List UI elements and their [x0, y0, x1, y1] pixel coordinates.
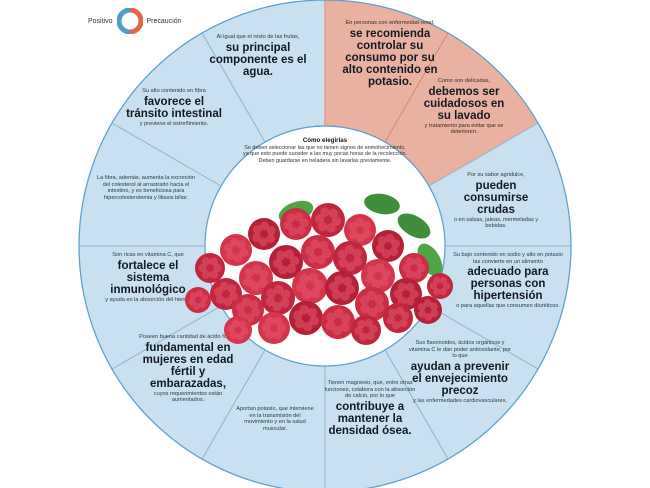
raspberries-illustration	[185, 193, 453, 345]
segment-water-bold: su principal componente es el agua.	[209, 41, 307, 78]
raspberry	[311, 203, 345, 237]
leaf	[364, 193, 400, 215]
segment-folic-bold: fundamental en mujeres en edad fértil y …	[142, 341, 234, 390]
raspberry	[321, 305, 355, 339]
raspberry	[427, 273, 453, 299]
raspberry	[383, 303, 413, 333]
segment-bone: Tienen magnesio, que, entre otras funcio…	[322, 380, 418, 438]
segment-bone-pre: Tienen magnesio, que, entre otras funcio…	[324, 380, 416, 400]
raspberry	[351, 315, 381, 345]
segment-raw-post: o en salsas, jaleas, mermeladas y bebida…	[453, 216, 539, 230]
segment-potassium: Aportan potasio, que interviene en la tr…	[236, 406, 314, 432]
center-title: Cómo elegirlas	[302, 137, 348, 144]
raspberry	[292, 268, 328, 304]
segment-folic-post: cuyos requerimientos están aumentados.	[153, 390, 223, 404]
segment-fiber-pre: Su alto contenido en fibra	[142, 88, 206, 94]
segment-fiber-post: y previene el estreñimiento.	[139, 120, 209, 127]
outer-border	[78, 0, 572, 488]
segment-washing: Como son delicadas, debemos ser cuidados…	[416, 78, 512, 136]
segment-renal: En personas con enfermedad renal, se rec…	[336, 20, 444, 89]
raspberry	[185, 287, 211, 313]
raspberry	[210, 278, 242, 310]
raspberry	[325, 271, 359, 305]
legend-ring-icon	[116, 8, 143, 34]
raspberry	[224, 316, 252, 344]
raspberry	[414, 296, 442, 324]
raspberry	[390, 278, 422, 310]
segment-fiber-bold: favorece el tránsito intestinal	[126, 95, 222, 120]
raspberry	[195, 253, 225, 283]
segment-folic: Poseen buena cantidad de ácido fólico, f…	[138, 334, 238, 404]
segment-raw-bold: pueden consumirse crudas	[463, 179, 529, 216]
segment-immune: Son ricas en vitamina C, que fortalece e…	[100, 252, 196, 303]
raspberry-pile	[185, 203, 453, 345]
segment-cholesterol-pre: La fibra, además, aumenta la excreción d…	[97, 175, 195, 201]
raspberry	[239, 261, 273, 295]
segment-water-pre: Al igual que el resto de las frutas,	[216, 34, 300, 40]
segment-immune-post: y ayuda en la absorción del hierro.	[105, 296, 191, 303]
segment-cholesterol: La fibra, además, aumenta la excreción d…	[96, 175, 196, 201]
segment-aging-post: y las enfermedades cardiovasculares.	[413, 397, 507, 404]
segment-washing-post: y tratamiento para evitar que se deterio…	[424, 122, 504, 136]
raspberry	[280, 208, 312, 240]
segment-hypertension-bold: adecuado para personas con hipertensión	[467, 266, 549, 303]
segment-raw-pre: Por su sabor agridulce,	[467, 172, 525, 178]
raspberry	[301, 235, 335, 269]
leaf	[397, 213, 431, 239]
raspberry	[261, 281, 295, 315]
raspberry	[399, 253, 429, 283]
raspberry	[220, 234, 252, 266]
segment-aging: Sus flavonoides, ácidos orgánicos y vita…	[408, 340, 512, 405]
raspberry	[258, 312, 290, 344]
segment-hypertension-pre: Su bajo contenido en sodio y alto en pot…	[453, 252, 563, 265]
raspberry	[361, 259, 395, 293]
segment-immune-bold: fortalece el sistema inmunológico	[110, 259, 186, 296]
raspberry	[372, 230, 404, 262]
raspberry	[355, 287, 389, 321]
segment-raw: Por su sabor agridulce, pueden consumirs…	[448, 172, 544, 230]
segment-hypertension: Su bajo contenido en sodio y alto en pot…	[452, 252, 564, 310]
segment-renal-pre: En personas con enfermedad renal,	[345, 20, 435, 26]
segment-water: Al igual que el resto de las frutas, su …	[208, 34, 308, 79]
center-text: Se deben seleccionar las que no tienen s…	[243, 145, 407, 164]
segment-fiber: Su alto contenido en fibra favorece el t…	[124, 88, 224, 127]
segment-renal-bold: se recomienda controlar su consumo por s…	[342, 27, 438, 88]
segment-potassium-pre: Aportan potasio, que interviene en la tr…	[236, 406, 314, 432]
segment-aging-bold: ayudan a prevenir el envejecimiento prec…	[410, 360, 510, 397]
segment-washing-pre: Como son delicadas,	[437, 78, 491, 84]
raspberry	[344, 214, 376, 246]
legend-caution-label: Precaución	[146, 17, 182, 25]
segment-immune-pre: Son ricas en vitamina C, que	[112, 252, 184, 258]
raspberry	[269, 245, 303, 279]
raspberry	[248, 218, 280, 250]
legend: Positivo Precaución	[84, 8, 186, 34]
segment-washing-bold: debemos ser cuidadosos en su lavado	[423, 85, 505, 122]
segment-bone-bold: contribuye a mantener la densidad ósea.	[328, 400, 412, 437]
segment-hypertension-post: o para aquellas que consumen diuréticos.	[456, 303, 560, 310]
segment-aging-pre: Sus flavonoides, ácidos orgánicos y vita…	[409, 340, 511, 360]
raspberry	[333, 241, 367, 275]
segment-folic-pre: Poseen buena cantidad de ácido fólico,	[139, 334, 237, 340]
legend-positive-label: Positivo	[88, 17, 113, 25]
raspberry	[289, 301, 323, 335]
